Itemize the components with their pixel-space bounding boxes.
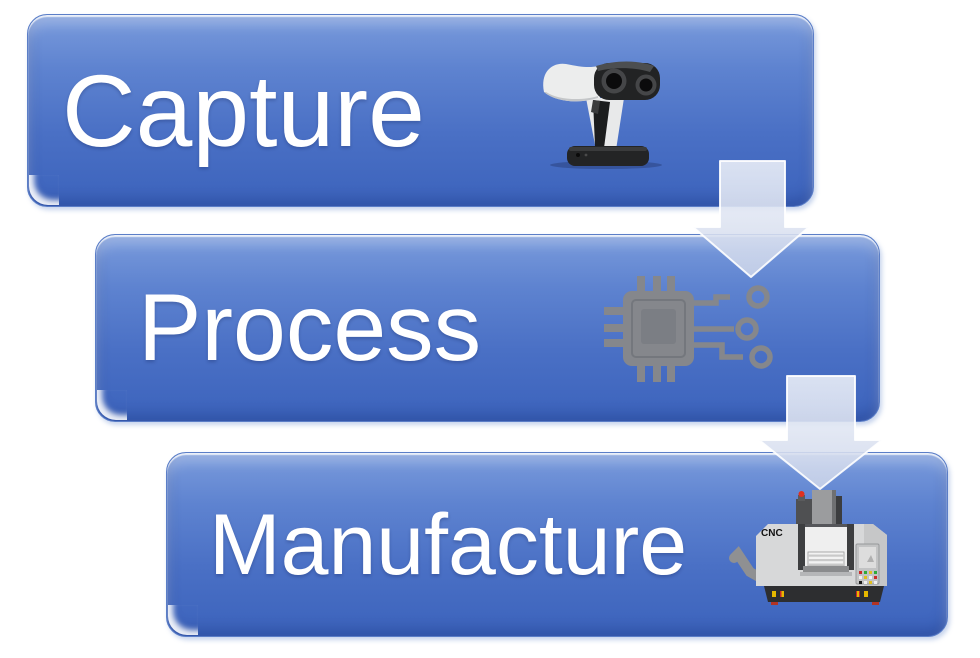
scanner-shadow — [550, 161, 662, 169]
chip-traces — [694, 285, 773, 369]
scanner-base — [567, 146, 649, 166]
step-box-process: Process — [95, 234, 880, 422]
chip-body — [623, 291, 694, 366]
cnc-control-panel — [855, 543, 880, 585]
step-box-manufacture: Manufacture — [166, 452, 948, 637]
step-label-capture: Capture — [62, 53, 425, 168]
cnc-machine-icon: CNC — [729, 490, 887, 605]
cnc-handle — [729, 546, 773, 587]
cnc-tower — [796, 491, 812, 529]
step-label-manufacture: Manufacture — [209, 496, 688, 593]
chip-icon — [604, 276, 773, 382]
chip-pins — [604, 276, 675, 382]
scanner-handle — [586, 98, 624, 150]
cnc-body — [756, 524, 887, 586]
step-label-process: Process — [138, 274, 482, 381]
step-box-capture: Capture — [27, 14, 814, 207]
scanner-body — [543, 61, 660, 102]
3d-scanner-icon — [543, 61, 662, 169]
cnc-base — [764, 586, 884, 605]
cnc-workpiece — [800, 551, 852, 576]
cnc-label: CNC — [761, 528, 783, 539]
cnc-spindle — [812, 490, 842, 555]
